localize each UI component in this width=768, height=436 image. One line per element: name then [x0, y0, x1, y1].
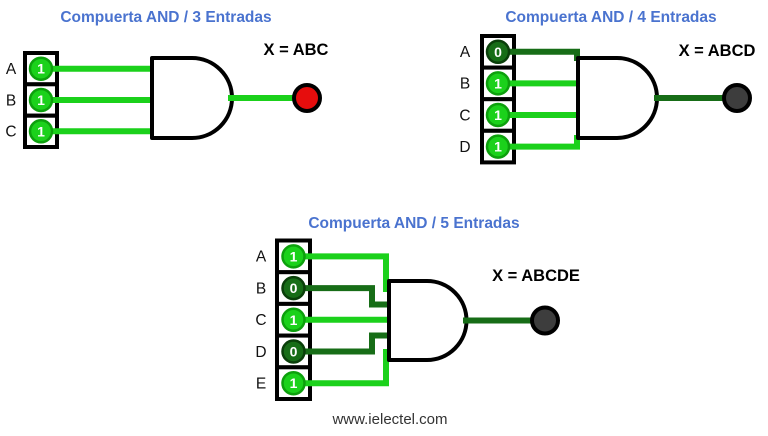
diagram-title: Compuerta AND / 4 Entradas — [505, 9, 716, 26]
input-led-value: 0 — [494, 44, 502, 60]
input-led — [28, 56, 54, 81]
input-led-value: 0 — [290, 280, 298, 296]
and-gate-3-inputs-diagram: Compuerta AND / 3 Entradas 1 1 1 A B C X… — [5, 9, 329, 149]
input-led-value: 1 — [494, 139, 502, 155]
and-gate-5-inputs-diagram: Compuerta AND / 5 Entradas 1 0 1 0 1 A B… — [255, 215, 580, 401]
input-led-value: 1 — [37, 61, 45, 77]
input-led-value: 1 — [290, 312, 298, 328]
input-led-value: 1 — [37, 123, 45, 139]
output-indicator — [722, 83, 752, 113]
input-wire — [506, 135, 580, 150]
input-led — [281, 275, 306, 301]
input-led — [281, 307, 306, 333]
and-gate-4-inputs-diagram: Compuerta AND / 4 Entradas 0 1 1 1 A B C… — [459, 9, 756, 165]
and-gate-symbol — [150, 56, 234, 140]
input-led — [281, 244, 306, 269]
output-expression: X = ABCD — [679, 42, 756, 60]
input-label: A — [6, 61, 17, 78]
input-led — [281, 370, 306, 396]
input-label: B — [6, 92, 16, 109]
input-wire — [506, 48, 580, 61]
input-label: C — [459, 107, 470, 124]
input-led — [485, 102, 511, 128]
input-led — [485, 71, 511, 96]
input-label: B — [256, 280, 266, 297]
input-led-value: 1 — [290, 375, 298, 391]
input-label: C — [255, 312, 266, 329]
input-led-value: 1 — [494, 75, 502, 91]
input-wire — [301, 253, 391, 292]
diagram-title: Compuerta AND / 3 Entradas — [60, 9, 271, 26]
input-label: B — [460, 76, 470, 93]
input-label: C — [5, 124, 16, 141]
output-indicator — [292, 83, 322, 113]
input-label: D — [255, 344, 266, 361]
input-wire — [301, 332, 391, 355]
input-wire — [301, 285, 391, 308]
input-label: A — [256, 249, 267, 266]
input-led — [28, 119, 54, 144]
output-expression: X = ABC — [264, 41, 329, 59]
input-led-value: 1 — [290, 248, 298, 264]
input-led — [485, 39, 511, 65]
website-url: www.ielectel.com — [331, 411, 447, 428]
input-led — [485, 134, 511, 159]
and-gate-symbol — [576, 56, 659, 140]
output-indicator — [530, 305, 560, 336]
input-label: E — [256, 376, 266, 393]
input-led-value: 0 — [290, 344, 298, 360]
input-label: D — [459, 139, 470, 156]
input-led-value: 1 — [37, 92, 45, 108]
and-gate-symbol — [387, 279, 469, 362]
input-led-value: 1 — [494, 107, 502, 123]
diagram-title: Compuerta AND / 5 Entradas — [308, 215, 519, 232]
input-led — [281, 339, 306, 364]
input-wire — [301, 349, 391, 387]
input-led — [28, 87, 54, 113]
output-expression: X = ABCDE — [492, 267, 580, 285]
input-label: A — [460, 44, 471, 61]
